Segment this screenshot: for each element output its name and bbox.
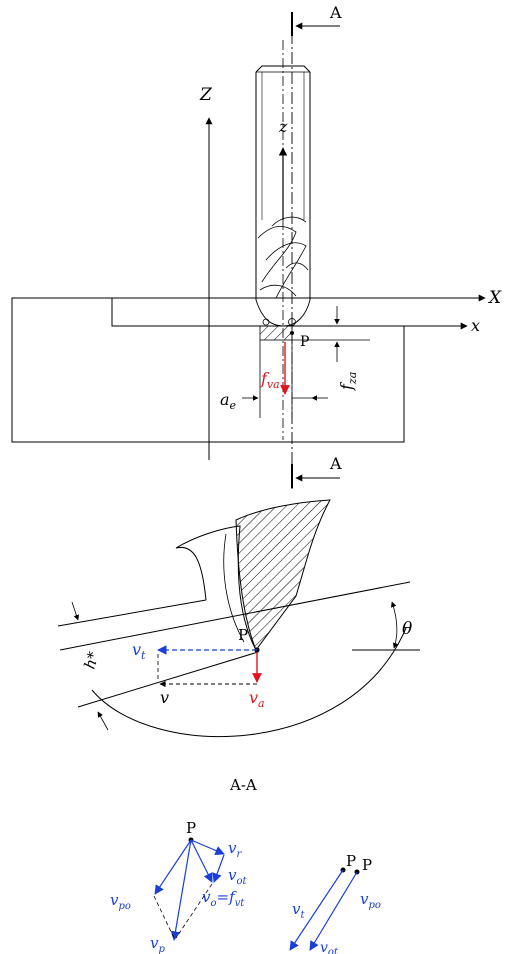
ae-label: ae (220, 390, 237, 412)
hstar-arrow-top (71, 601, 80, 621)
vr-vt-arrow (289, 869, 344, 951)
vl-vo-label: vo=fvt (202, 888, 245, 909)
vector-diagram-left: P vr vot vo=fvt vpo vp (110, 819, 248, 954)
vt-label: vt (132, 640, 146, 662)
vl-vot-arrow (212, 854, 225, 883)
vl-vo-arrow (190, 839, 213, 883)
workpiece-outline (11, 297, 405, 443)
point-p-top (290, 331, 294, 335)
vr-vpo-label: vpo (360, 890, 381, 911)
section-label-top: A (329, 3, 342, 22)
chip-section-hatch (259, 325, 293, 341)
vr-point-p1-label: P (346, 852, 356, 870)
axis-label-X: X (487, 288, 502, 308)
axis-label-Z: Z (199, 85, 213, 105)
section-top-surface (59, 581, 411, 651)
vl-vp-label: vp (150, 934, 165, 954)
section-chip-thickness-line (57, 599, 207, 627)
vl-vpo-label: vpo (110, 891, 131, 912)
vl-dash-1 (153, 895, 175, 939)
section-label-bottom: A (329, 454, 342, 473)
vl-vr-label: vr (228, 839, 242, 860)
fva-label: fva (260, 369, 280, 391)
vector-diagram-right: P P vt vpo vot (289, 852, 381, 954)
section-chip-face (223, 533, 245, 643)
theta-arc (390, 601, 399, 649)
vl-vot-label: vot (228, 866, 248, 887)
point-p-top-label: P (300, 334, 309, 350)
vl-point-p-label: P (186, 819, 196, 837)
axis-label-x: x (471, 316, 480, 335)
theta-label: θ (402, 619, 412, 639)
vr-vt-label: vt (292, 900, 305, 921)
point-p-section-label: P (238, 626, 248, 644)
tool-flute-4 (259, 284, 297, 297)
vl-dash-2 (175, 883, 213, 939)
vr-vot-label: vot (320, 940, 339, 954)
axis-label-z: z (278, 117, 288, 136)
end-mill-tool (255, 65, 311, 327)
va-label: va (249, 688, 265, 710)
section-arc (91, 627, 407, 738)
fza-label: fza (337, 372, 359, 391)
section-workpiece-hatch (235, 499, 331, 652)
tool-flute-2 (265, 242, 307, 299)
section-cut-surface (77, 651, 259, 708)
vr-vpo-arrow (309, 871, 358, 951)
vl-vr-arrow (190, 839, 225, 856)
tool-tip-corner-2 (262, 318, 270, 326)
section-chip-outer (175, 525, 257, 651)
section-chip-inner (175, 546, 207, 601)
tool-flute-5 (285, 262, 309, 271)
v-label: v (160, 688, 169, 707)
vl-vpo-arrow (154, 839, 192, 895)
tool-flute-3 (271, 216, 307, 227)
hstar-label: h* (81, 649, 103, 671)
section-title: A-A (229, 776, 257, 794)
tool-tip-corner (288, 318, 296, 326)
vr-point-p2-label: P (362, 856, 372, 874)
vl-vp-arrow (170, 839, 192, 941)
top-view: A A Z X x (11, 3, 502, 490)
hstar-arrow-bottom (97, 711, 109, 731)
tool-flute-1 (257, 225, 297, 283)
section-view: θ h* P vt va v A-A (57, 499, 420, 794)
